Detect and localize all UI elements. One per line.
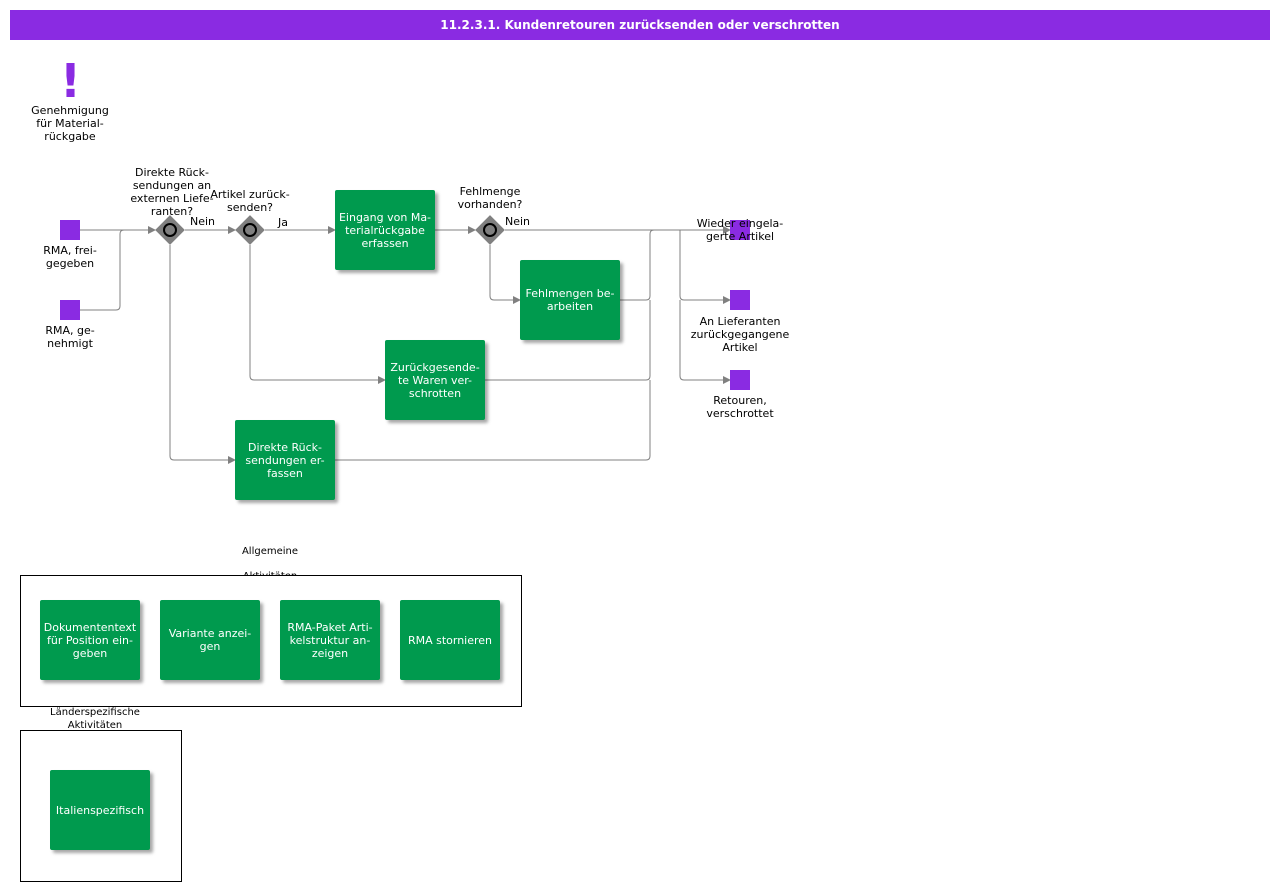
page-title: 11.2.3.1. Kundenretouren zurücksenden od…: [10, 10, 1270, 40]
country-activity-italien[interactable]: Italienspezifisch: [50, 770, 150, 850]
activity-fehlmengen-bearbeiten[interactable]: Fehlmengen be- arbeiten: [520, 260, 620, 340]
flow-to-fehlmengen: [489, 245, 521, 304]
flow-merge: [649, 229, 655, 235]
general-activity-dokumententext[interactable]: Dokumententext für Position ein- geben: [40, 600, 140, 680]
event-wieder-eingelagert-label: Wieder eingela- gerte Artikel: [696, 217, 784, 243]
exclamation-icon: !: [60, 54, 81, 108]
general-activities-group: [20, 575, 522, 707]
flow-to-lieferanten: [679, 230, 731, 304]
flow-rma-genehmigt: [80, 229, 125, 311]
gateway-zuruecksenden: [235, 215, 265, 245]
gateway-fehlmenge-label: Fehlmenge vorhanden?: [457, 185, 523, 211]
event-an-lieferanten[interactable]: [730, 290, 750, 310]
general-activity-rma-paket[interactable]: RMA-Paket Arti- kelstruktur an- zeigen: [280, 600, 380, 680]
country-activities-group: [20, 730, 182, 882]
flow-to-verschrottet: [679, 300, 731, 384]
flow-label-nein-2: Nein: [505, 215, 531, 228]
general-activity-rma-stornieren[interactable]: RMA stornieren: [400, 600, 500, 680]
flow-label-nein-1: Nein: [190, 215, 216, 228]
flow-to-verschrotten: [249, 245, 386, 384]
country-activities-title: Länderspezifische Aktivitäten: [50, 707, 140, 730]
flow-label-ja: Ja: [278, 216, 288, 229]
general-activities-title: Allgemeine Aktivitäten: [241, 546, 299, 575]
flow-to-direkte: [169, 245, 236, 464]
activity-direkte-ruecksendungen[interactable]: Direkte Rück- sendungen er- fassen: [235, 420, 335, 500]
event-verschrottet[interactable]: [730, 370, 750, 390]
event-wieder-eingelagert[interactable]: [730, 220, 750, 240]
activity-eingang-materialrueckgabe[interactable]: Eingang von Ma- terialrückgabe erfassen: [335, 190, 435, 270]
gateway-direkte: [155, 215, 185, 245]
trigger-label: Genehmigung für Material- rückgabe: [31, 104, 109, 143]
gateway-direkte-label: Direkte Rück- sendungen an externen Lief…: [130, 166, 214, 218]
general-activity-variante[interactable]: Variante anzei- gen: [160, 600, 260, 680]
event-an-lieferanten-label: An Lieferanten zurückgegangene Artikel: [690, 315, 790, 354]
event-rma-genehmigt[interactable]: [60, 300, 80, 320]
event-rma-freigegeben-label: RMA, frei- gegeben: [43, 244, 97, 270]
activity-waren-verschrotten[interactable]: Zurückgesende- te Waren ver- schrotten: [385, 340, 485, 420]
gateway-zuruecksenden-label: Artikel zurück- senden?: [210, 188, 290, 214]
gateway-fehlmenge: [475, 215, 505, 245]
event-rma-freigegeben[interactable]: [60, 220, 80, 240]
event-rma-genehmigt-label: RMA, ge- nehmigt: [45, 324, 95, 350]
event-verschrottet-label: Retouren, verschrottet: [706, 394, 774, 420]
